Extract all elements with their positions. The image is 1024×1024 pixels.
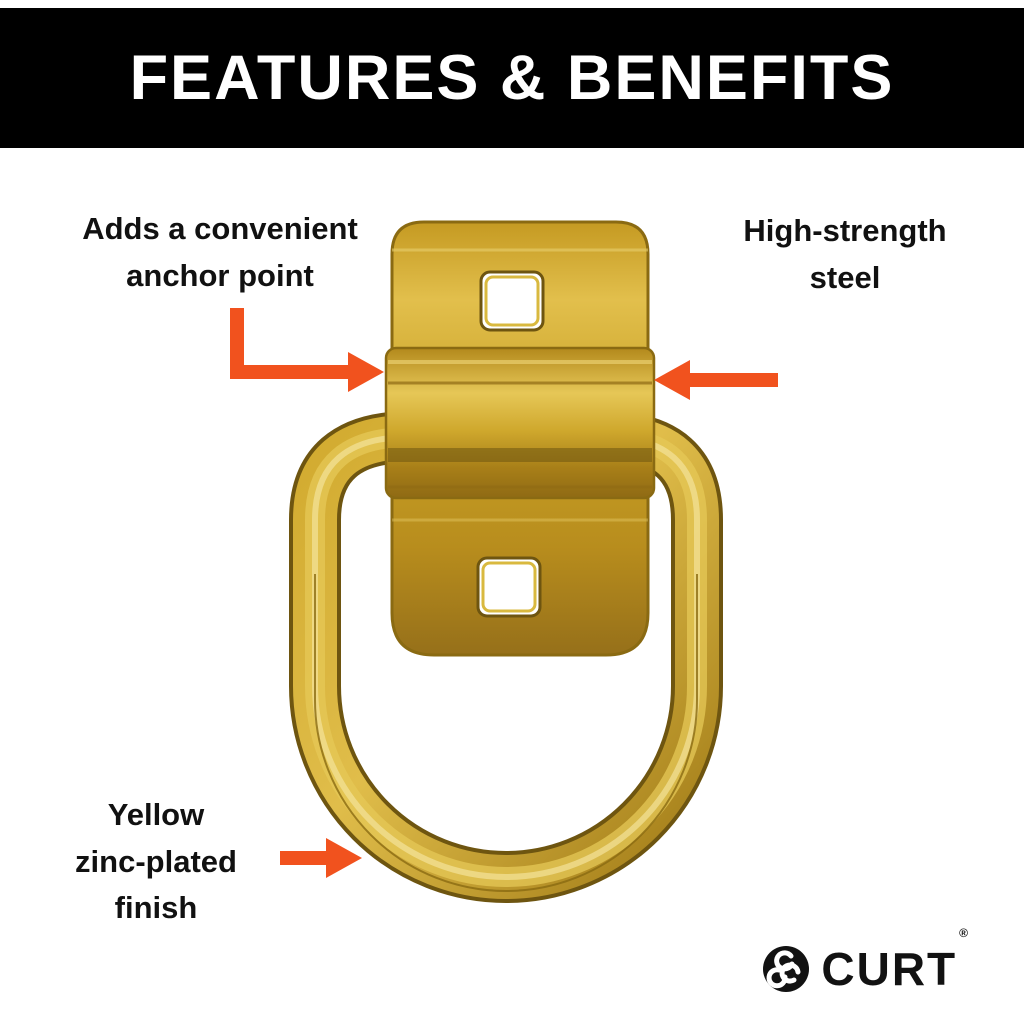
page-title: FEATURES & BENEFITS bbox=[129, 43, 895, 113]
bracket-plate bbox=[384, 220, 656, 657]
bracket-raised-band bbox=[384, 346, 656, 500]
bracket-hole-bottom bbox=[476, 556, 542, 618]
brand-name: CURT® bbox=[821, 926, 968, 995]
bracket-hole-top bbox=[479, 270, 545, 332]
callout-anchor-point: Adds a convenient anchor point bbox=[82, 211, 358, 293]
registered-mark: ® bbox=[959, 926, 968, 940]
arrow-anchor-point bbox=[230, 308, 384, 392]
curt-logo-icon bbox=[763, 946, 810, 992]
callout-zinc-finish: Yellow zinc-plated finish bbox=[75, 797, 237, 925]
callout-high-strength-steel: High-strength steel bbox=[743, 213, 947, 295]
brand-name-text: CURT bbox=[821, 943, 958, 995]
arrow-high-strength-steel bbox=[654, 360, 778, 400]
brand-logo: CURT® bbox=[761, 926, 968, 995]
arrow-zinc-finish bbox=[280, 838, 362, 878]
callout-arrows bbox=[230, 308, 778, 878]
header-banner: FEATURES & BENEFITS bbox=[0, 8, 1024, 148]
